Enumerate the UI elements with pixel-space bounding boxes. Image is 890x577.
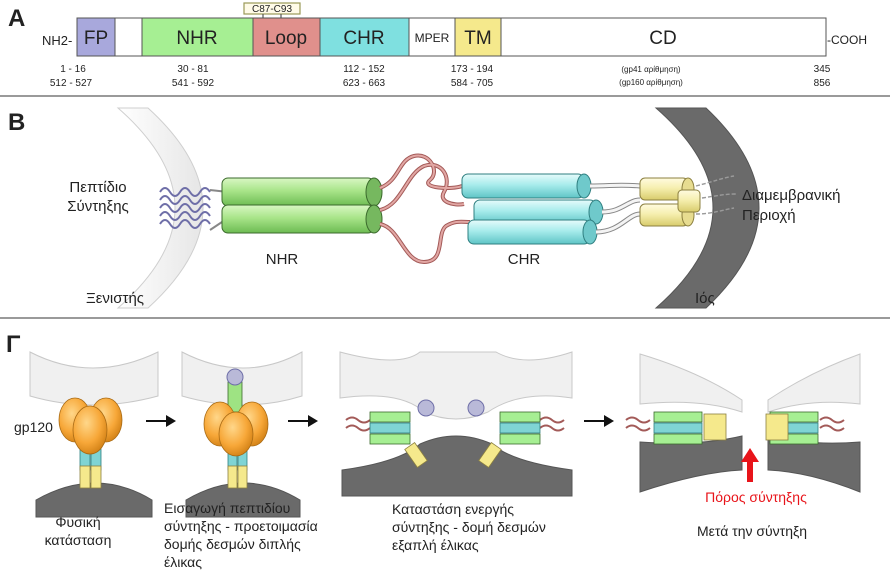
caption-native-line1: Φυσική [55, 514, 100, 530]
panel-c-letter: Γ [6, 331, 21, 358]
domain-bar: FP NHR Loop CHR MPER TM CD [76, 17, 827, 57]
tm-range-gp41: 173 - 194 [451, 64, 494, 75]
domain-nhr-label: NHR [176, 28, 217, 49]
caption-insertion-line3: δομής δεσμών διπλής [164, 536, 301, 552]
domain-spacer [114, 17, 143, 57]
stage-post-fusion [625, 353, 861, 493]
cooh-terminal-label: -COOH [827, 33, 867, 47]
virus-membrane [654, 107, 760, 309]
stage-arrow-2 [288, 415, 318, 427]
caption-post-fusion: Μετά την σύντηξη [697, 523, 807, 539]
domain-fp-label: FP [84, 28, 108, 49]
chr-range-gp41: 112 - 152 [343, 64, 385, 75]
caption-insertion-line2: σύντηξης - προετοιμασία [164, 518, 318, 534]
domain-fp [76, 17, 116, 57]
stage-native-host-membrane [29, 351, 159, 406]
tm-range-gp160: 584 - 705 [451, 78, 494, 89]
loop-region-inner [379, 154, 471, 264]
panel-a-letter: A [8, 5, 25, 32]
domain-tm [454, 17, 502, 57]
domain-mper-label: MPER [415, 31, 450, 45]
stage-active-host-membrane [339, 351, 573, 420]
fusion-peptide-label-line1: Πεπτίδιο [69, 179, 126, 196]
fusion-pore-arrow [741, 448, 759, 482]
gp120-label: gp120 [14, 419, 53, 435]
caption-active-line1: Καταστάση ενεργής [392, 501, 514, 517]
stage-captions: Φυσική κατάσταση Εισαγωγή πεπτιδίου σύντ… [45, 500, 807, 570]
domain-chr-label: CHR [343, 28, 384, 49]
cd-end-gp160: 856 [814, 78, 831, 89]
tm-helices [639, 177, 701, 227]
transmembrane-label-line1: Διαμεμβρανική [742, 187, 841, 204]
stage-active-virus-membrane [341, 435, 573, 497]
stage-native-virus-membrane [35, 482, 153, 518]
stage-post-host-membrane-left [639, 353, 743, 413]
gp41-numbering-note: (gp41 αρίθμηση) [621, 65, 681, 74]
stage-native [29, 351, 159, 518]
stage-insertion-virus-membrane [185, 482, 301, 518]
domain-loop [252, 17, 321, 57]
domain-cd-label: CD [649, 28, 676, 49]
nhr-label: NHR [266, 251, 299, 268]
mper-links-inner [589, 183, 641, 234]
residue-numbers: 1 - 16 512 - 527 30 - 81 541 - 592 112 -… [50, 64, 831, 89]
stage-insertion [181, 351, 303, 518]
chr-helix-bundle [461, 173, 604, 245]
caption-active-line3: εξαπλή έλικας [392, 537, 479, 553]
panel-b-letter: B [8, 109, 25, 136]
domain-tm-label: TM [464, 28, 491, 49]
stage-arrow-3 [584, 415, 614, 427]
chr-label: CHR [508, 251, 541, 268]
loop-region [379, 153, 471, 265]
fusion-peptide-label-line2: Σύντηξης [67, 198, 129, 215]
fp-range-gp160: 512 - 527 [50, 78, 93, 89]
host-membrane [116, 107, 204, 309]
disulfide-label: C87-C93 [252, 4, 292, 15]
nhr-range-gp160: 541 - 592 [172, 78, 215, 89]
transmembrane-label-line2: Περιοχή [742, 207, 796, 224]
gp160-numbering-note: (gp160 αρίθμηση) [619, 78, 683, 87]
caption-insertion-line4: έλικας [164, 554, 202, 570]
domain-cd [500, 17, 827, 57]
domain-loop-label: Loop [265, 28, 307, 49]
caption-active-line2: σύντηξης - δομή δεσμών [392, 519, 546, 535]
cd-end-gp41: 345 [814, 64, 831, 75]
fusion-pore-label: Πόρος σύντηξης [705, 489, 807, 505]
chr-range-gp160: 623 - 663 [343, 78, 386, 89]
domain-nhr [141, 17, 254, 57]
fusion-peptide-coils [159, 187, 211, 229]
stage-active [339, 351, 573, 497]
stage-post-host-membrane-right [767, 353, 861, 413]
disulfide-bracket: C87-C93 [243, 2, 301, 18]
stage-arrow-1 [146, 415, 176, 427]
virus-label: Ιός [695, 290, 715, 307]
cd-tails [695, 175, 737, 215]
host-label: Ξενιστής [86, 290, 144, 307]
domain-mper [408, 17, 456, 57]
caption-insertion-line1: Εισαγωγή πεπτιδίου [164, 500, 290, 516]
nhr-range-gp41: 30 - 81 [177, 64, 209, 75]
nhr-helix-bundle [221, 177, 383, 234]
fp-range-gp41: 1 - 16 [60, 64, 86, 75]
caption-native-line2: κατάσταση [45, 532, 112, 548]
nh2-terminal-label: NH2- [42, 33, 72, 48]
